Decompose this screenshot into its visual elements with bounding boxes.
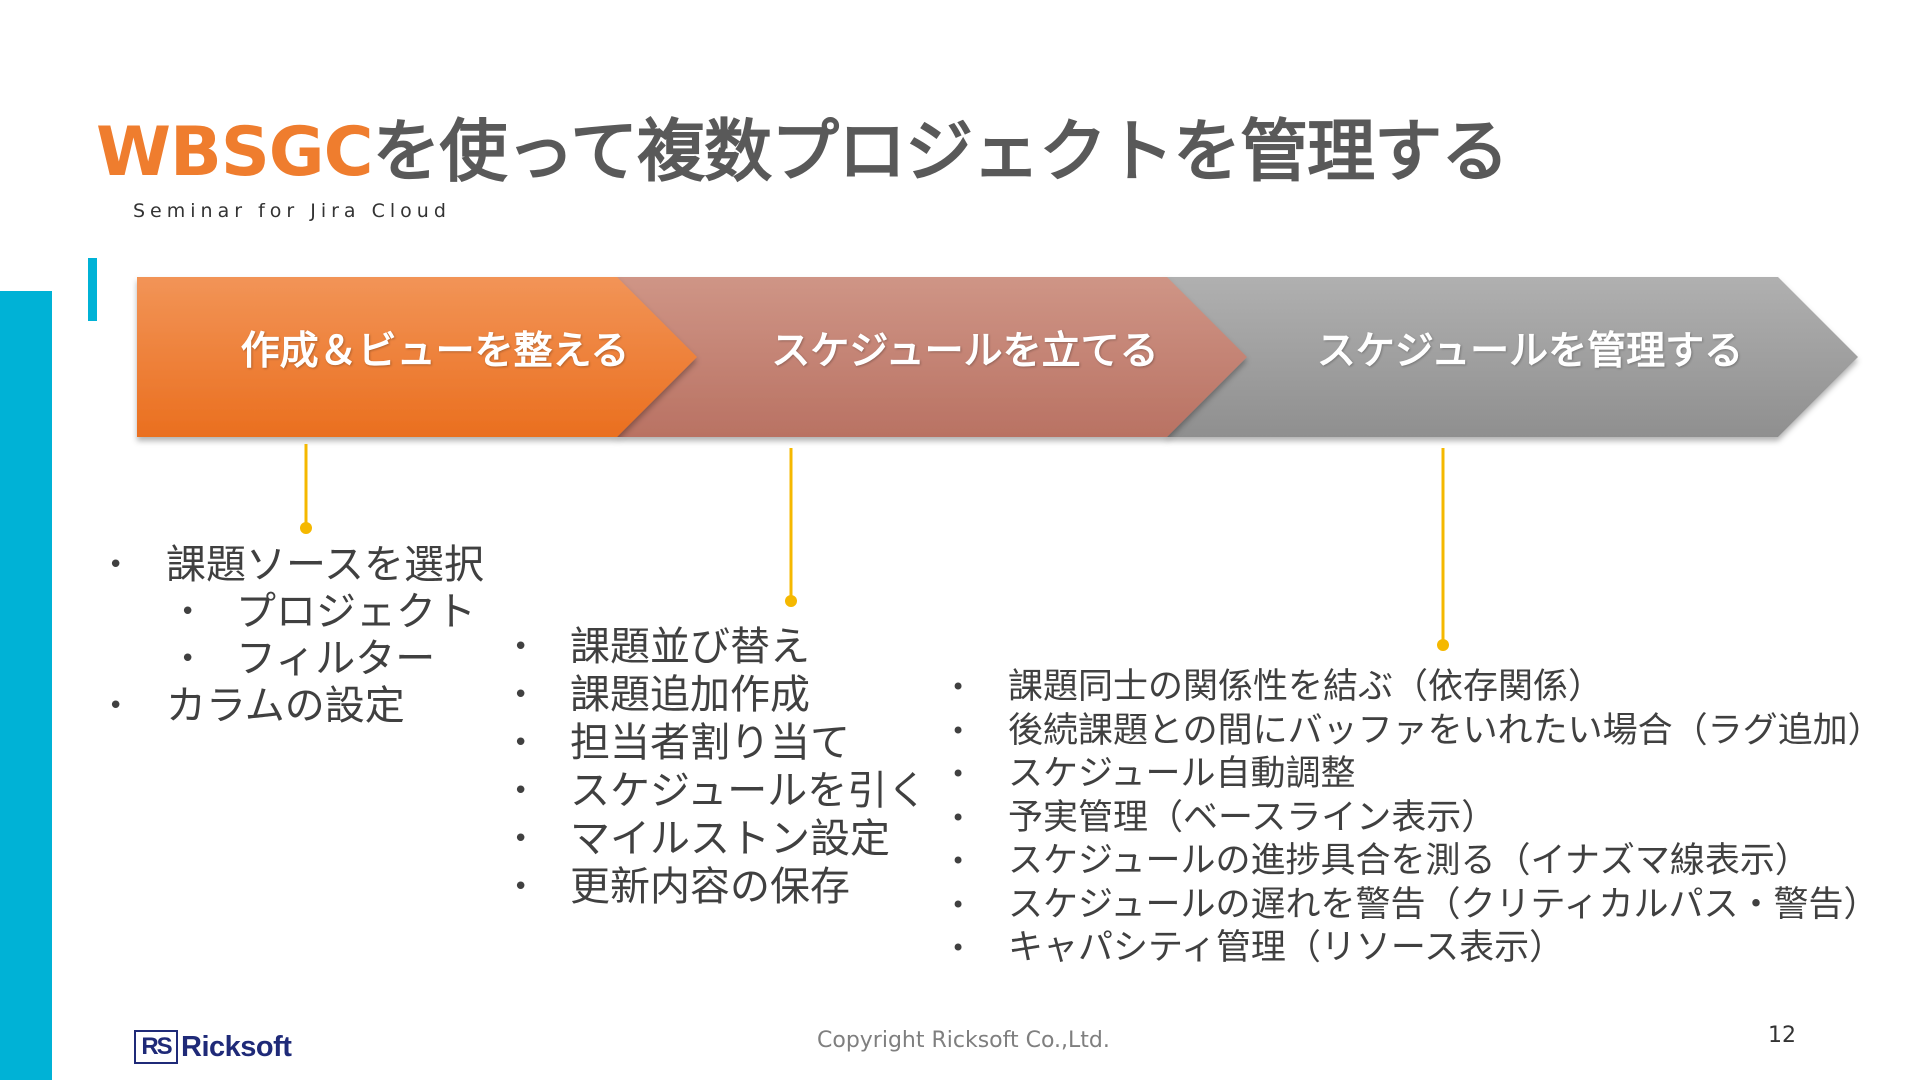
list-item: • 予実管理（ベースライン表示） [951,797,1883,841]
bullet: • [951,890,966,919]
stage2-list: • 課題並び替え • 課題追加作成 • 担当者割り当て • スケジュールを引く • マイル… [513,623,927,911]
list-item: • スケジュールの遅れを警告（クリティカルパス・警告） [951,884,1883,928]
list-item-text: 更新内容の保存 [570,864,850,910]
stage3-chevron [1165,277,1858,437]
left-accent-bar [0,291,52,1080]
list-item: • 後続課題との間にバッファをいれたい場合（ラグ追加） [951,710,1883,754]
bullet: • [180,644,196,674]
bullet: • [951,760,966,788]
list-item-text: スケジュールの進捗具合を測る（イナズマ線表示） [1008,841,1810,881]
list-item: • カラムの設定 [108,683,484,730]
list-item: • スケジュールの進捗具合を測る（イナズマ線表示） [951,840,1883,884]
list-item: • スケジュール自動調整 [951,753,1883,797]
list-item-text: キャパシティ管理（リソース表示） [1008,928,1565,968]
list-item: • 課題ソースを選択 [108,542,484,589]
list-item: • 課題同士の関係性を結ぶ（依存関係） [951,666,1883,710]
title-highlight: WBSGC [96,113,374,192]
list-item: • 課題並び替え [513,623,927,671]
page-number: 12 [1768,1023,1796,1048]
title-rest: を使って複数プロジェクトを管理する [372,113,1510,192]
bullet: • [180,597,196,627]
bullet: • [108,550,124,580]
list-item-text: スケジュールの遅れを警告（クリティカルパス・警告） [1008,884,1879,925]
list-item-text: 課題追加作成 [570,672,810,718]
bullet: • [513,776,529,806]
bullet: • [951,673,966,701]
stage1-chevron [137,277,697,437]
list-item: • フィルター [108,636,484,683]
list-item: • マイルストン設定 [513,815,927,863]
stage1-list: • 課題ソースを選択 • プロジェクト • フィルター • カラムの設定 [108,542,484,730]
list-item-text: 予実管理（ベースライン表示） [1008,797,1497,838]
list-item-text: スケジュールを引く [570,768,928,814]
slide-title: WBSGCを使って複数プロジェクトを管理する [96,96,1510,195]
list-item-text: スケジュール自動調整 [1008,754,1356,794]
bullet: • [951,934,966,962]
list-item: • 課題追加作成 [513,671,927,719]
connector-dot-3 [1437,639,1449,651]
list-item-text: 担当者割り当て [570,720,850,766]
list-item: • 担当者割り当て [513,719,927,767]
ricksoft-logo: RS Ricksoft [134,1030,292,1064]
stage3-label: スケジュールを管理する [1316,329,1744,374]
list-item-text: フィルター [236,636,436,682]
bullet: • [513,632,529,662]
bullet: • [951,847,966,875]
connector-dot-1 [300,522,312,534]
logo-text: Ricksoft [181,1030,292,1063]
list-item: • キャパシティ管理（リソース表示） [951,927,1883,971]
logo-mark: RS [134,1030,178,1064]
list-item-text: 課題ソースを選択 [166,542,484,588]
slide-subtitle: Seminar for Jira Cloud [133,200,451,222]
list-item-text: 後続課題との間にバッファをいれたい場合（ラグ追加） [1008,710,1883,751]
list-item: • 更新内容の保存 [513,863,927,911]
bullet: • [513,824,529,854]
stage3-list: • 課題同士の関係性を結ぶ（依存関係） • 後続課題との間にバッファをいれたい場合（… [951,666,1883,971]
list-item: • プロジェクト [108,589,484,636]
bullet: • [513,680,529,710]
bullet: • [108,691,124,721]
accent-tick [88,258,97,321]
stage2-chevron [616,277,1247,437]
list-item-text: カラムの設定 [166,683,405,729]
list-item-text: プロジェクト [236,589,476,635]
copyright-text: Copyright Ricksoft Co.,Ltd. [817,1028,1110,1053]
connector-dot-2 [785,595,797,607]
list-item-text: 課題並び替え [570,624,810,670]
list-item-text: 課題同士の関係性を結ぶ（依存関係） [1008,667,1604,707]
list-item-text: マイルストン設定 [570,816,890,862]
stage1-label: 作成＆ビューを整える [240,329,630,374]
list-item: • スケジュールを引く [513,767,927,815]
bullet: • [513,728,529,758]
bullet: • [513,872,529,902]
bullet: • [951,716,966,745]
bullet: • [951,803,966,832]
stage2-label: スケジュールを立てる [771,329,1159,374]
